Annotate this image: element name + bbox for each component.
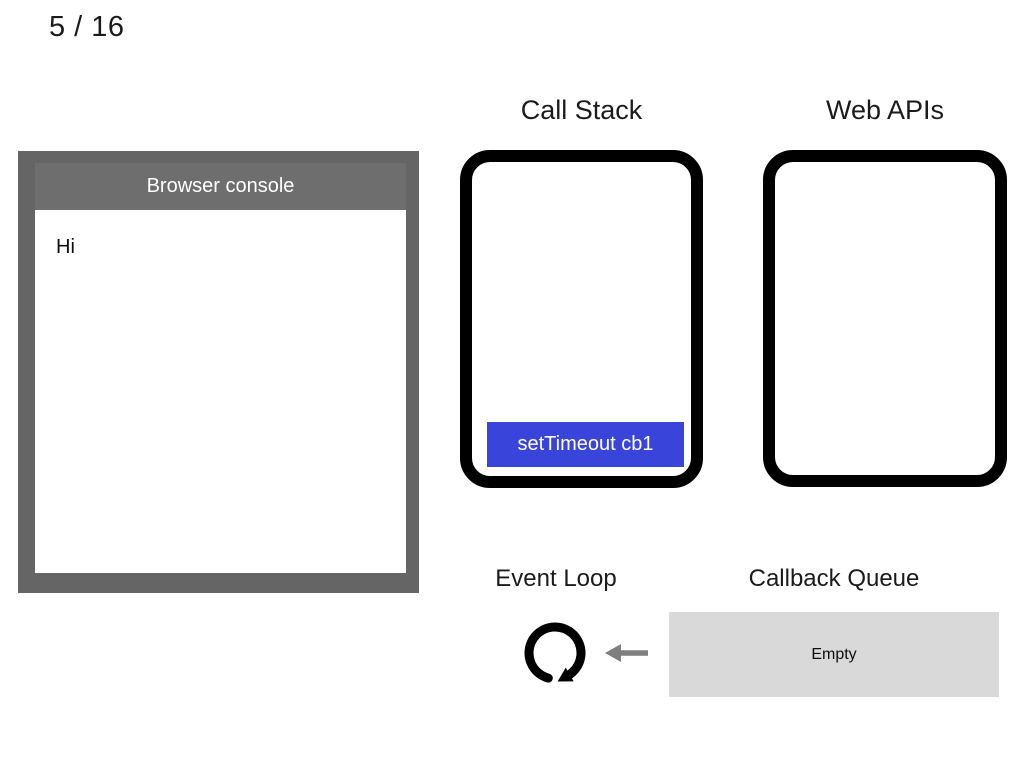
browser-console-title: Browser console bbox=[146, 175, 295, 197]
browser-console-title-bar: Browser console bbox=[35, 163, 406, 210]
callback-queue-empty-label: Empty bbox=[811, 645, 857, 663]
event-loop-title: Event Loop bbox=[495, 565, 617, 592]
browser-console-log-area: Hi bbox=[35, 210, 406, 573]
web-apis-box bbox=[763, 150, 1007, 487]
stack-frame-settimeout-cb1: setTimeout cb1 bbox=[487, 422, 684, 467]
slide-counter: 5 / 16 bbox=[49, 11, 125, 43]
event-loop-cycle-icon bbox=[524, 622, 586, 683]
stack-frame-label: setTimeout cb1 bbox=[517, 433, 654, 455]
console-log-line: Hi bbox=[56, 236, 75, 258]
web-apis-title: Web APIs bbox=[825, 95, 945, 125]
queue-to-loop-arrow-icon bbox=[605, 644, 648, 662]
browser-console-window: Browser console Hi bbox=[18, 151, 419, 593]
call-stack-title: Call Stack bbox=[520, 95, 643, 125]
callback-queue-title: Callback Queue bbox=[748, 565, 920, 592]
callback-queue-box: Empty bbox=[669, 612, 999, 697]
